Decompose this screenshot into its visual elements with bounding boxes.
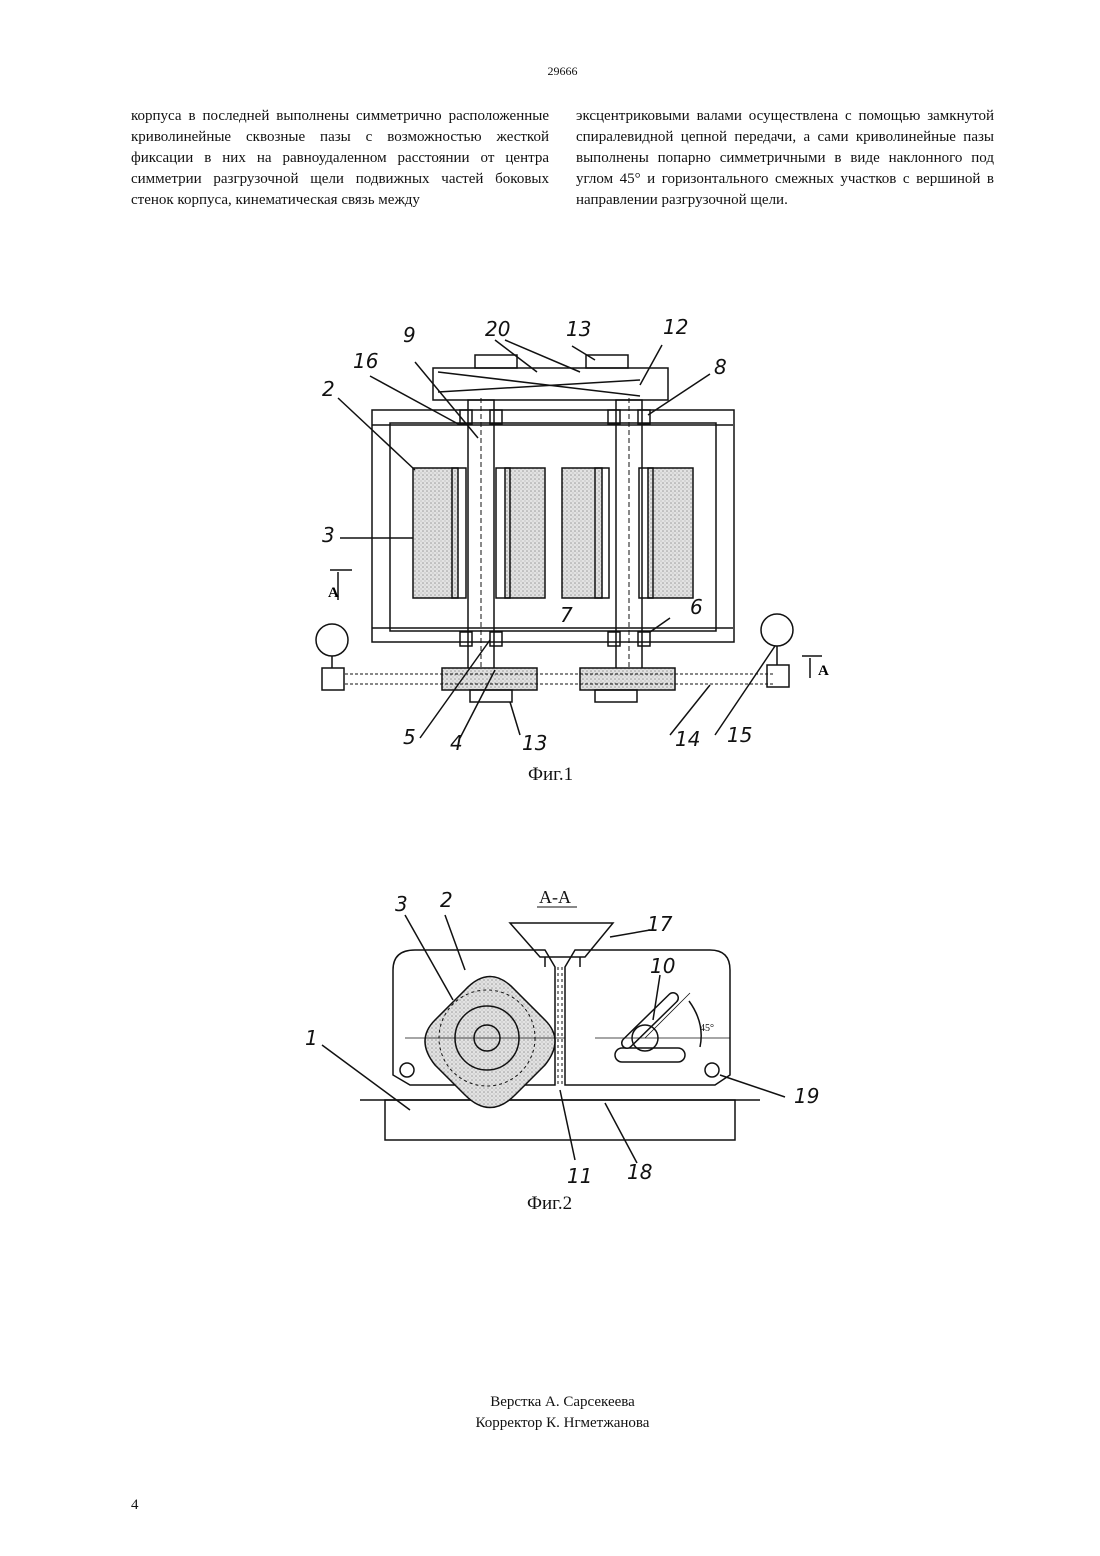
- figure-1-drawing: 9 20 13 12 16 8 2 3 7 6 5 4 13 14 15 А А…: [290, 310, 835, 795]
- fig1-label-14: 14: [675, 727, 700, 751]
- figure-1: 9 20 13 12 16 8 2 3 7 6 5 4 13 14 15 А А…: [290, 310, 835, 795]
- fig1-label-9: 9: [403, 323, 416, 347]
- figure-2-drawing: А-А 3 2 17 10 1 19 11 18 45° Фиг.2: [275, 875, 825, 1220]
- fig2-label-10: 10: [650, 954, 675, 978]
- footer-credits: Верстка А. Сарсекеева Корректор К. Нгмет…: [0, 1392, 1100, 1434]
- fig1-section-mark-left: А: [328, 585, 339, 601]
- fig2-caption: Фиг.2: [527, 1193, 572, 1214]
- footer-layout-credit: Верстка А. Сарсекеева: [0, 1392, 1100, 1413]
- fig2-label-11: 11: [567, 1164, 592, 1188]
- fig2-section-title: А-А: [539, 887, 571, 907]
- fig2-label-19: 19: [794, 1084, 819, 1108]
- fig1-label-8: 8: [714, 355, 727, 379]
- fig1-label-16: 16: [353, 349, 378, 373]
- fig1-label-7: 7: [560, 603, 573, 627]
- fig2-angle-label: 45°: [700, 1023, 714, 1034]
- fig1-label-3: 3: [322, 523, 335, 547]
- body-text-right-column: эксцентриковыми валами осуществлена с по…: [576, 106, 994, 211]
- fig2-label-17: 17: [647, 912, 673, 936]
- fig1-label-13-top: 13: [566, 317, 591, 341]
- fig1-label-6: 6: [690, 595, 703, 619]
- fig2-label-3: 3: [395, 892, 408, 916]
- fig2-label-2: 2: [440, 888, 453, 912]
- footer-corrector-credit: Корректор К. Нгметжанова: [0, 1413, 1100, 1434]
- patent-number: 29666: [0, 64, 1100, 79]
- fig1-label-5: 5: [403, 725, 416, 749]
- body-text-left-column: корпуса в последней выполнены симметричн…: [131, 106, 549, 211]
- fig1-label-2: 2: [322, 377, 335, 401]
- fig2-label-1: 1: [305, 1026, 318, 1050]
- fig1-label-12: 12: [663, 315, 688, 339]
- fig1-label-4: 4: [450, 731, 463, 755]
- fig1-label-13-bottom: 13: [522, 731, 547, 755]
- page-number: 4: [131, 1497, 139, 1514]
- fig1-label-20: 20: [485, 317, 510, 341]
- figure-2: А-А 3 2 17 10 1 19 11 18 45° Фиг.2: [275, 875, 825, 1220]
- fig2-label-18: 18: [627, 1160, 652, 1184]
- fig1-section-mark-right: А: [818, 663, 829, 679]
- fig1-label-15: 15: [727, 723, 752, 747]
- fig1-caption: Фиг.1: [528, 764, 573, 785]
